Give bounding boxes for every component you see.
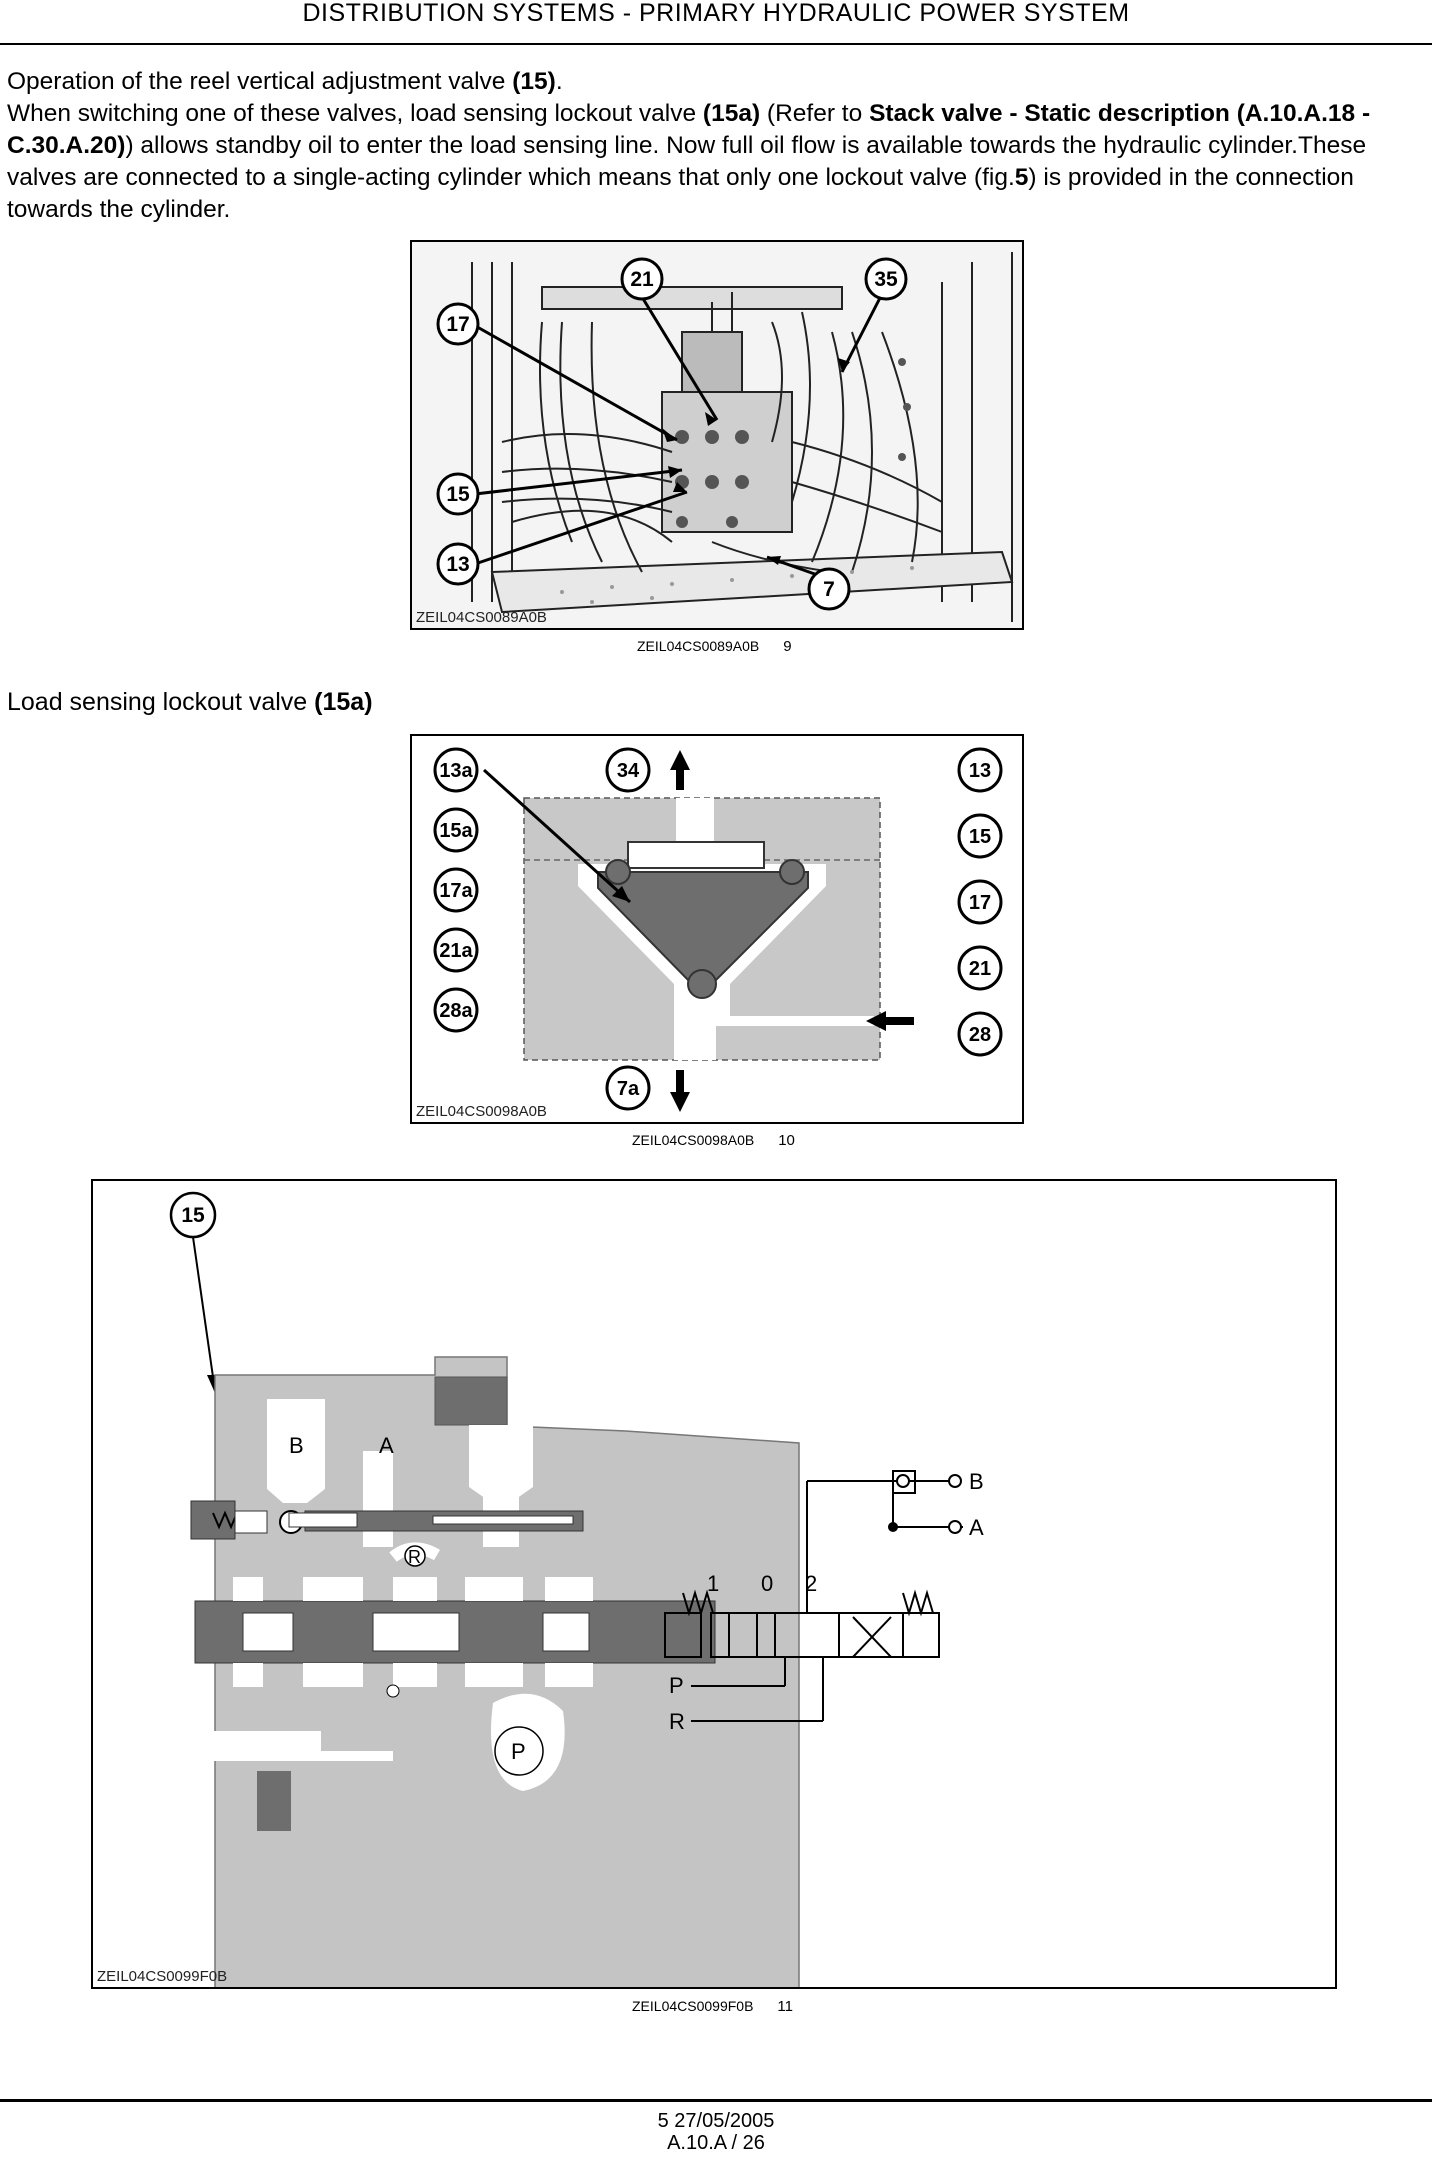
figure-11-drawing: 15 B A <box>169 1191 984 1987</box>
section-title-bold: (15a) <box>314 688 373 716</box>
figure-10-caption-number: 10 <box>778 1132 795 1149</box>
page-header-title: DISTRIBUTION SYSTEMS - PRIMARY HYDRAULIC… <box>302 0 1130 27</box>
figure-9-leaders <box>471 293 884 584</box>
figure-10-drawing: 13a 15a 17a 21a 28a 13 15 17 21 28 34 7a <box>433 747 1003 1112</box>
footer-date: 5 27/05/2005 <box>657 2110 775 2132</box>
figure-11-symbol-port-p: P <box>669 1673 684 1698</box>
figure-9-caption-code: ZEIL04CS0089A0B <box>637 638 760 654</box>
figure-10-id: ZEIL04CS0098A0B <box>416 1103 547 1120</box>
figure-10-callout-28: 28 <box>969 1024 991 1046</box>
figure-11-port-b: B <box>289 1433 304 1458</box>
intro-line-1-end: . <box>555 68 563 95</box>
figure-10-callout-17: 17 <box>969 892 991 914</box>
figure-11-symbol-position-0: 0 <box>761 1571 773 1596</box>
figure-10-callout-21: 21 <box>969 958 991 980</box>
figure-11-id: ZEIL04CS0099F0B <box>97 1968 228 1985</box>
figure-11-port-r: R <box>408 1547 421 1567</box>
intro-text: Operation of the reel vertical adjustmen… <box>7 66 1425 226</box>
figure-9-callout-7: 7 <box>823 578 835 601</box>
figure-10-caption: ZEIL04CS0098A0B 10 <box>632 1132 795 1149</box>
intro-p2-b: (15a) <box>702 100 761 127</box>
figure-9-drawing: 17 21 35 15 13 7 <box>412 242 1022 628</box>
section-title-text: Load sensing lockout valve <box>7 688 315 716</box>
figure-9-caption: ZEIL04CS0089A0B 9 <box>637 638 792 655</box>
figure-10-callouts: 13a 15a 17a 21a 28a 13 15 17 21 28 34 7a <box>433 747 1003 1111</box>
intro-p2-g: ) is provided in the connection towards … <box>7 164 1354 223</box>
figure-9-callout-17: 17 <box>446 313 469 336</box>
figure-10-callout-34: 34 <box>617 760 640 782</box>
intro-line-1-text: Operation of the reel vertical adjustmen… <box>7 68 513 95</box>
figure-10-callout-17a: 17a <box>439 880 473 902</box>
intro-p2-f: 5 <box>1014 164 1029 191</box>
section-load-sensing-title: Load sensing lockout valve (15a) <box>7 688 373 717</box>
figure-11-caption-number: 11 <box>777 1998 793 2015</box>
footer-rule <box>0 2099 1432 2102</box>
figure-11-caption-code: ZEIL04CS0099F0B <box>632 1998 754 2014</box>
figure-11-symbol-port-b: B <box>969 1469 984 1494</box>
figure-11-symbol <box>664 1470 963 1722</box>
figure-9-caption-number: 9 <box>783 638 792 655</box>
figure-9-callouts: 17 21 35 15 13 7 <box>436 257 908 611</box>
figure-10-callout-15: 15 <box>969 826 991 848</box>
figure-11-port-p: P <box>511 1739 526 1764</box>
figure-11-caption: ZEIL04CS0099F0B 11 <box>632 1998 793 2015</box>
figure-9-photo: 17 21 35 15 13 7 ZEIL04CS0089A0B <box>410 240 1024 630</box>
intro-p2-c: (Refer to <box>760 100 870 127</box>
footer-page-ref: A.10.A / 26 <box>667 2132 765 2154</box>
figure-9-callout-35: 35 <box>874 268 898 291</box>
figure-11-callout-15: 15 <box>181 1204 205 1227</box>
figure-10-callout-7a: 7a <box>617 1078 640 1100</box>
figure-9-callout-15: 15 <box>446 483 470 506</box>
intro-paragraph-2: When switching one of these valves, load… <box>7 98 1425 226</box>
figure-11-symbol-position-2: 2 <box>805 1571 817 1596</box>
figure-11-diagram: 15 B A <box>91 1179 1337 1989</box>
figure-11-symbol-port-a: A <box>969 1515 984 1540</box>
figure-11-symbol-port-r: R <box>669 1709 685 1734</box>
figure-11-port-a: A <box>379 1433 394 1458</box>
figure-10-diagram: 13a 15a 17a 21a 28a 13 15 17 21 28 34 7a… <box>410 734 1024 1124</box>
header-rule <box>0 43 1432 45</box>
intro-p2-e: ) allows standby oil to enter the load s… <box>7 132 1367 191</box>
figure-10-caption-code: ZEIL04CS0098A0B <box>632 1132 755 1148</box>
figure-10-callout-13: 13 <box>969 760 991 782</box>
intro-p2-ref-link[interactable]: Stack valve - Static description (A.10.A… <box>7 100 1371 159</box>
figure-10-callout-28a: 28a <box>439 1000 473 1022</box>
figure-9-callout-21: 21 <box>630 268 654 291</box>
figure-11-symbol-position-1: 1 <box>707 1571 719 1596</box>
figure-9-callout-13: 13 <box>446 553 469 576</box>
figure-10-callout-15a: 15a <box>439 820 473 842</box>
intro-line-1-bold: (15) <box>512 68 556 95</box>
figure-9-id: ZEIL04CS0089A0B <box>416 609 547 626</box>
figure-10-callout-13a: 13a <box>439 760 473 782</box>
figure-10-callout-21a: 21a <box>439 940 473 962</box>
intro-p2-a: When switching one of these valves, load… <box>7 100 703 127</box>
intro-line-1: Operation of the reel vertical adjustmen… <box>7 66 1425 98</box>
